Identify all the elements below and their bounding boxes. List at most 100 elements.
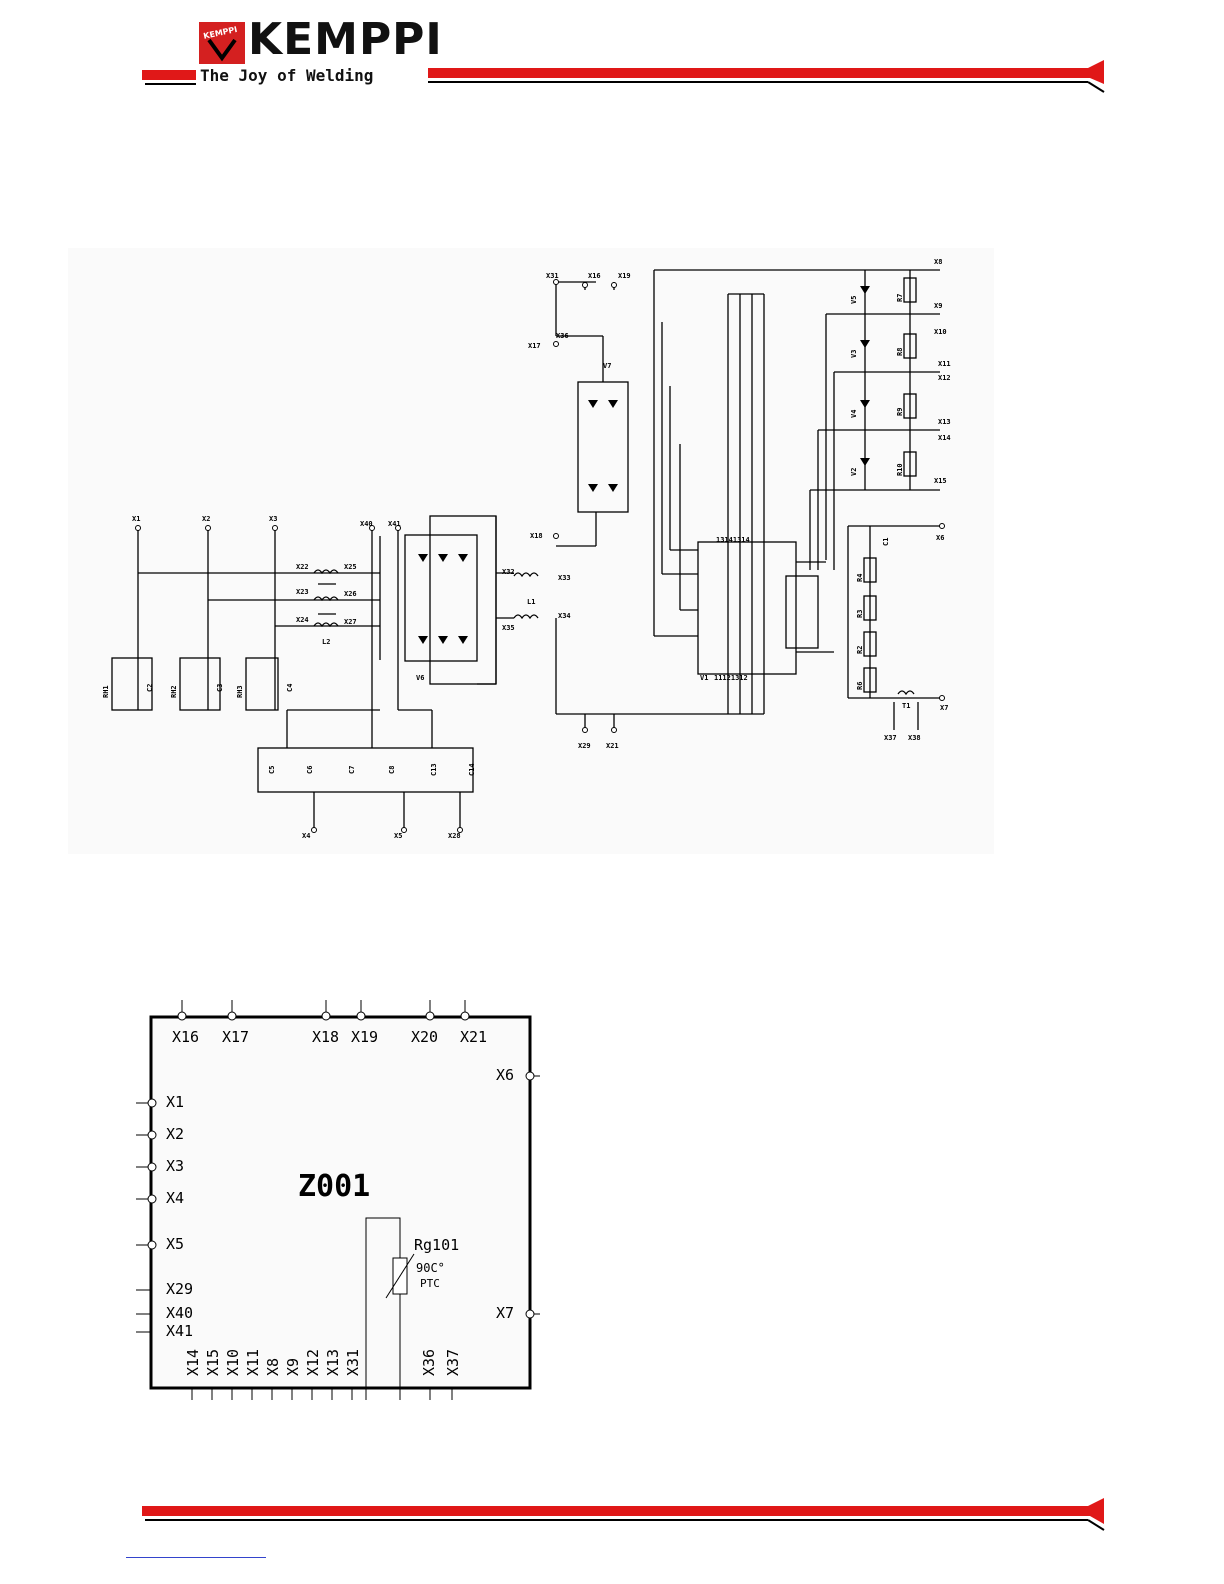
footer-stripe bbox=[142, 1498, 1105, 1531]
label-x40: X40 bbox=[360, 520, 373, 528]
label-x14: X14 bbox=[938, 434, 951, 442]
z001-block: X16 X17 X18 X19 X20 X21 X1 X2 X3 X4 X5 X… bbox=[136, 1000, 540, 1400]
label-c3: C3 bbox=[216, 684, 224, 692]
z001-title: Z001 bbox=[298, 1169, 370, 1204]
z001-label-x17: X17 bbox=[222, 1028, 249, 1046]
logo-emblem: KEMPPI bbox=[199, 22, 245, 64]
label-x41: X41 bbox=[388, 520, 401, 528]
label-x5: X5 bbox=[394, 832, 402, 840]
ptc-temp: 90C° bbox=[416, 1261, 445, 1275]
label-c13: C13 bbox=[430, 763, 438, 776]
label-r3: R3 bbox=[856, 610, 864, 618]
z001-label-x7: X7 bbox=[496, 1304, 514, 1322]
label-v4: V4 bbox=[850, 410, 858, 418]
label-x16: X16 bbox=[588, 272, 601, 280]
z001-label-x13: X13 bbox=[324, 1349, 342, 1376]
label-x26: X26 bbox=[344, 590, 357, 598]
label-c4: C4 bbox=[286, 684, 294, 692]
label-c1: C1 bbox=[882, 538, 890, 546]
label-x34: X34 bbox=[558, 612, 571, 620]
label-x23: X23 bbox=[296, 588, 309, 596]
z001-label-x19: X19 bbox=[351, 1028, 378, 1046]
ptc-name: Rg101 bbox=[414, 1236, 459, 1254]
label-x15: X15 bbox=[934, 477, 947, 485]
label-v6: V6 bbox=[416, 674, 424, 682]
label-x13: X13 bbox=[938, 418, 951, 426]
label-igbt-top-pins: 13141314 bbox=[716, 536, 750, 544]
label-c14: C14 bbox=[468, 763, 476, 776]
label-x4: X4 bbox=[302, 832, 310, 840]
label-igbt-bottom-pins: 11121312 bbox=[714, 674, 748, 682]
label-x33: X33 bbox=[558, 574, 571, 582]
brand-tagline: The Joy of Welding bbox=[200, 66, 374, 85]
label-x29-sch: X29 bbox=[578, 742, 591, 750]
z001-label-x1: X1 bbox=[166, 1093, 184, 1111]
label-x32: X32 bbox=[502, 568, 515, 576]
label-x10: X10 bbox=[934, 328, 947, 336]
label-r6: R6 bbox=[856, 682, 864, 690]
label-rh2: RH2 bbox=[170, 685, 178, 698]
z001-label-x40: X40 bbox=[166, 1304, 193, 1322]
z001-label-x12: X12 bbox=[304, 1349, 322, 1376]
circuit-schematic: X1 X2 X3 X40 X41 X22 X23 X24 X25 X26 X27… bbox=[68, 248, 994, 854]
label-c6: C6 bbox=[306, 766, 314, 774]
z001-label-x36: X36 bbox=[420, 1349, 438, 1376]
z001-label-x16: X16 bbox=[172, 1028, 199, 1046]
z001-label-x3: X3 bbox=[166, 1157, 184, 1175]
z001-label-x41: X41 bbox=[166, 1322, 193, 1340]
label-x12: X12 bbox=[938, 374, 951, 382]
ptc-type: PTC bbox=[420, 1277, 440, 1290]
z001-label-x11: X11 bbox=[244, 1349, 262, 1376]
label-x18: X18 bbox=[530, 532, 543, 540]
label-x22: X22 bbox=[296, 563, 309, 571]
label-l1: L1 bbox=[527, 598, 535, 606]
z001-label-x6: X6 bbox=[496, 1066, 514, 1084]
z001-label-x5: X5 bbox=[166, 1235, 184, 1253]
z001-label-x18: X18 bbox=[312, 1028, 339, 1046]
label-x1: X1 bbox=[132, 515, 140, 523]
label-x3: X3 bbox=[269, 515, 277, 523]
z001-label-x29: X29 bbox=[166, 1280, 193, 1298]
label-r10: R10 bbox=[896, 463, 904, 476]
z001-label-x37: X37 bbox=[444, 1349, 462, 1376]
z001-label-x31: X31 bbox=[344, 1349, 362, 1376]
label-x11: X11 bbox=[938, 360, 951, 368]
label-c5: C5 bbox=[268, 766, 276, 774]
footer-link-underline bbox=[126, 1557, 266, 1558]
z001-label-x20: X20 bbox=[411, 1028, 438, 1046]
z001-label-x8: X8 bbox=[264, 1358, 282, 1376]
label-x35: X35 bbox=[502, 624, 515, 632]
label-x9: X9 bbox=[934, 302, 942, 310]
label-v5: V5 bbox=[850, 296, 858, 304]
z001-label-x9: X9 bbox=[284, 1358, 302, 1376]
header-stripe bbox=[142, 60, 1105, 93]
z001-label-x10: X10 bbox=[224, 1349, 242, 1376]
label-x19: X19 bbox=[618, 272, 631, 280]
label-x31: X31 bbox=[546, 272, 559, 280]
label-c2: C2 bbox=[146, 684, 154, 692]
label-x38: X38 bbox=[908, 734, 921, 742]
label-r7: R7 bbox=[896, 294, 904, 302]
label-r8: R8 bbox=[896, 348, 904, 356]
label-v2: V2 bbox=[850, 468, 858, 476]
label-r4: R4 bbox=[856, 574, 864, 582]
label-x7: X7 bbox=[940, 704, 948, 712]
label-c8: C8 bbox=[388, 766, 396, 774]
label-x25: X25 bbox=[344, 563, 357, 571]
z001-label-x2: X2 bbox=[166, 1125, 184, 1143]
label-rh1: RH1 bbox=[102, 685, 110, 698]
label-x28: X28 bbox=[448, 832, 461, 840]
label-x6: X6 bbox=[936, 534, 944, 542]
label-x2: X2 bbox=[202, 515, 210, 523]
label-v3: V3 bbox=[850, 350, 858, 358]
label-rh3: RH3 bbox=[236, 685, 244, 698]
label-r2: R2 bbox=[856, 646, 864, 654]
label-l2: L2 bbox=[322, 638, 330, 646]
label-x36-sch: X36 bbox=[556, 332, 569, 340]
brand-logo: KEMPPI bbox=[248, 14, 443, 65]
z001-label-x15: X15 bbox=[204, 1349, 222, 1376]
label-r9: R9 bbox=[896, 408, 904, 416]
label-x8: X8 bbox=[934, 258, 942, 266]
z001-label-x14: X14 bbox=[184, 1349, 202, 1376]
label-v1: V1 bbox=[700, 674, 708, 682]
